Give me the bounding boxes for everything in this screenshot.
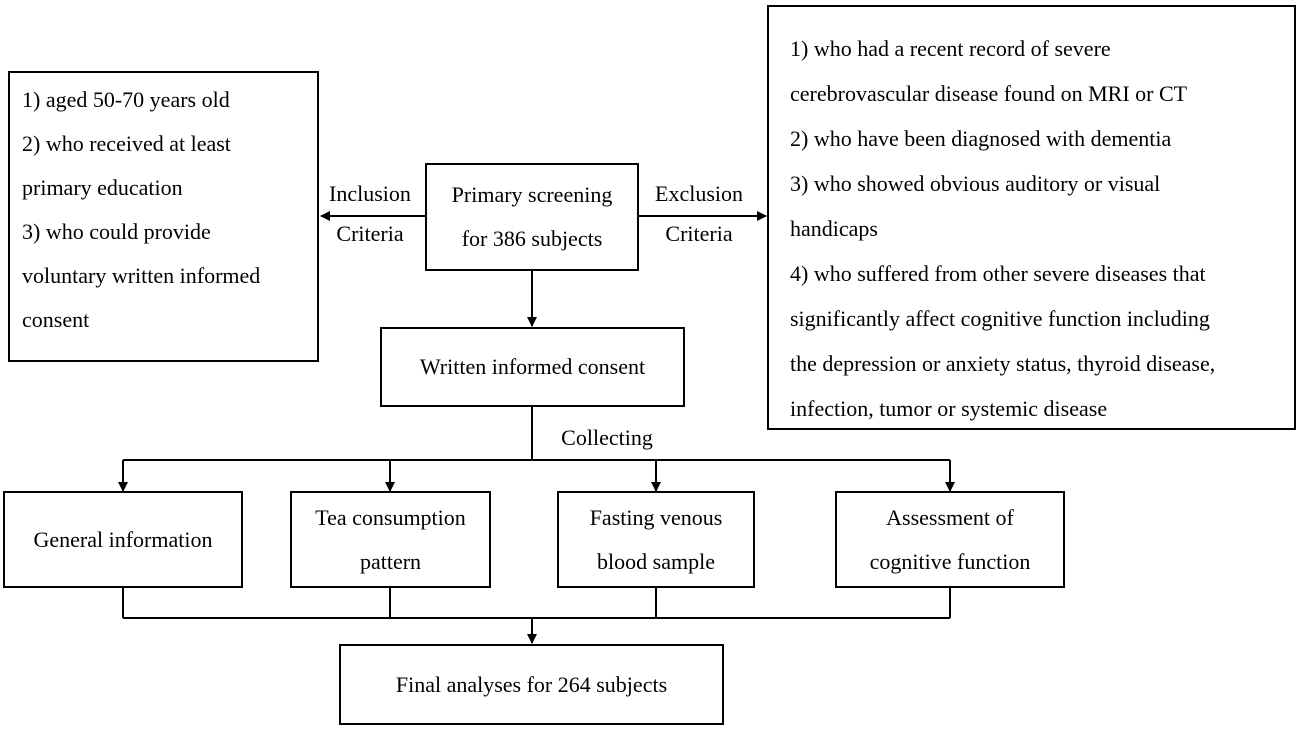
exclusion-criteria-label: Exclusion Criteria [640,174,758,254]
exclusion-item: 2) who have been diagnosed with dementia [790,126,1172,151]
exclusion-item: 1) who had a recent record of severe [790,36,1111,61]
tea-consumption-line2: pattern [359,548,422,574]
final-analyses-text: Final analyses for 264 subjects [395,671,668,697]
fasting-blood-line2: blood sample [597,548,715,574]
primary-screening-line2: for 386 subjects [461,226,603,251]
exclusion-item: significantly affect cognitive function … [790,306,1210,331]
fasting-blood-box: Fasting venous blood sample [557,491,755,588]
exclusion-label-line1: Exclusion [655,181,743,206]
inclusion-item: consent [22,307,90,332]
inclusion-label-line2: Criteria [336,221,404,246]
final-analyses-box: Final analyses for 264 subjects [339,644,724,725]
exclusion-item: the depression or anxiety status, thyroi… [790,351,1216,376]
inclusion-criteria-box: 1) aged 50-70 years old 2) who received … [8,71,319,362]
inclusion-criteria-label: Inclusion Criteria [318,174,422,254]
general-information-text: General information [33,526,213,552]
exclusion-item: 3) who showed obvious auditory or visual [790,171,1161,196]
primary-screening-box: Primary screening for 386 subjects [425,163,639,271]
exclusion-criteria-box: 1) who had a recent record of severe cer… [767,5,1296,430]
exclusion-item: cerebrovascular disease found on MRI or … [790,81,1188,106]
inclusion-item: primary education [22,175,183,200]
cognitive-assessment-line2: cognitive function [869,548,1031,574]
exclusion-item: infection, tumor or systemic disease [790,396,1108,421]
tea-consumption-line1: Tea consumption [315,504,466,530]
written-consent-box: Written informed consent [380,327,685,407]
cognitive-assessment-box: Assessment of cognitive function [835,491,1065,588]
inclusion-item: 1) aged 50-70 years old [22,87,230,112]
collecting-label: Collecting [561,425,653,450]
fasting-blood-line1: Fasting venous [589,504,723,530]
primary-screening-line1: Primary screening [451,182,613,207]
exclusion-label-line2: Criteria [665,221,733,246]
exclusion-item: 4) who suffered from other severe diseas… [790,261,1206,286]
tea-consumption-box: Tea consumption pattern [290,491,491,588]
cognitive-assessment-line1: Assessment of [886,504,1014,530]
inclusion-item: voluntary written informed [22,263,261,288]
written-consent-text: Written informed consent [419,354,646,379]
exclusion-item: handicaps [790,216,878,241]
inclusion-item: 3) who could provide [22,219,211,244]
inclusion-label-line1: Inclusion [329,181,411,206]
inclusion-item: 2) who received at least [22,131,231,156]
general-information-box: General information [3,491,243,588]
